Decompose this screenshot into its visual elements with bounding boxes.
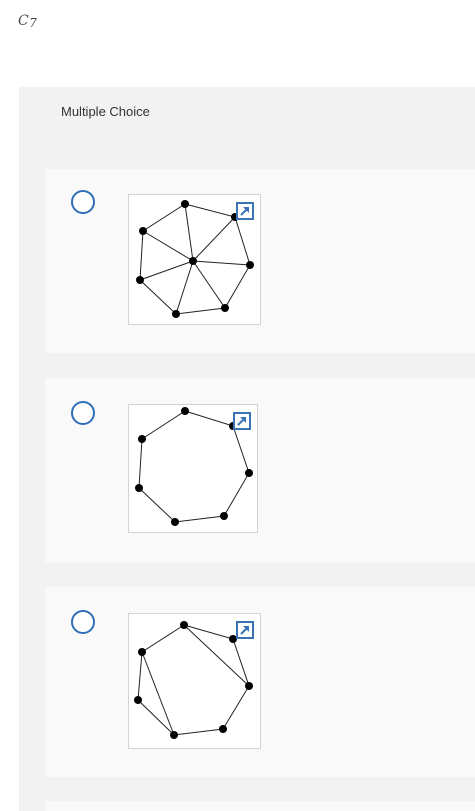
graph-figure-option-2[interactable] [128, 404, 258, 533]
answer-option-2[interactable] [45, 378, 475, 562]
radio-button-option-1[interactable] [71, 190, 95, 214]
answer-option-1[interactable] [45, 169, 475, 353]
radio-button-option-3[interactable] [71, 610, 95, 634]
multiple-choice-title: Multiple Choice [61, 104, 150, 119]
graph-figure-option-1[interactable] [128, 194, 261, 325]
answer-option-3[interactable] [45, 587, 475, 777]
answer-option-4-partial[interactable] [45, 801, 475, 811]
question-label: C7 [18, 13, 37, 30]
question-label-main: C [18, 13, 30, 29]
radio-button-option-2[interactable] [71, 401, 95, 425]
expand-arrow-icon[interactable] [236, 202, 254, 220]
expand-arrow-icon[interactable] [236, 621, 254, 639]
expand-arrow-icon[interactable] [233, 412, 251, 430]
cycle-with-chords-image [134, 621, 253, 739]
multiple-choice-header: Multiple Choice [19, 87, 475, 137]
question-label-subscript: 7 [29, 16, 38, 30]
graph-figure-option-3[interactable] [128, 613, 261, 749]
